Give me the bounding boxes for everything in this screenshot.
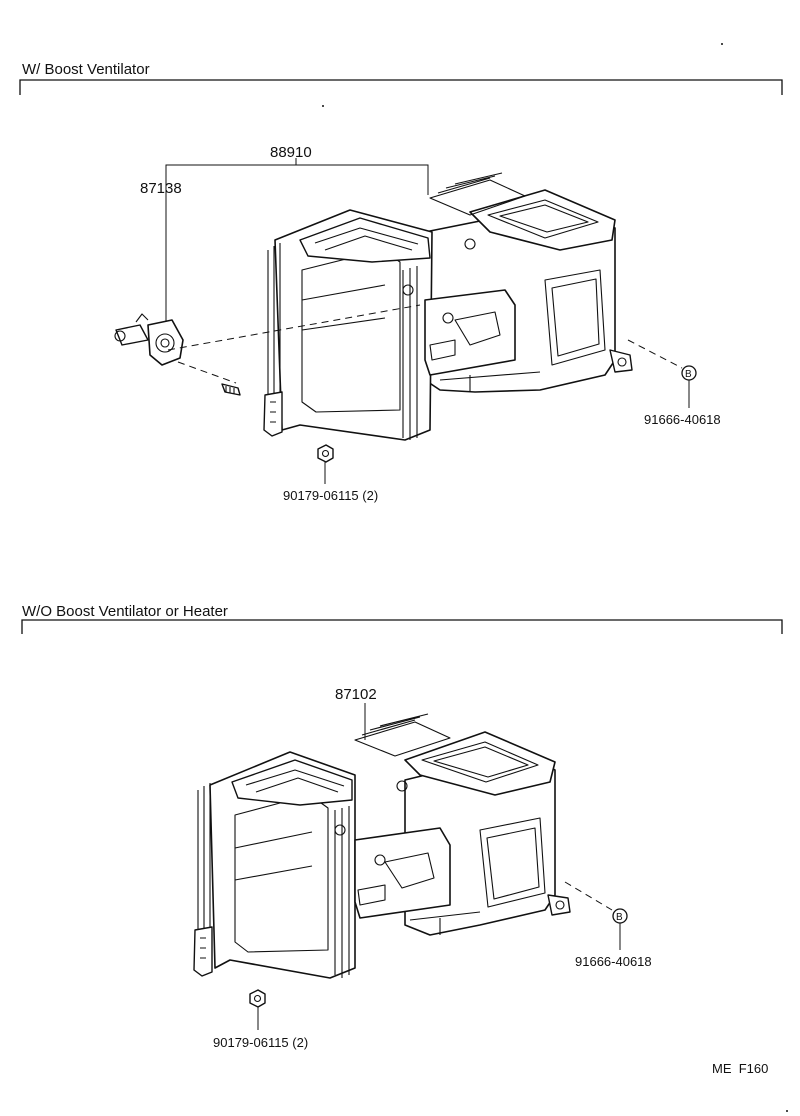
part-number-screw: 91666-40618 [575, 954, 652, 969]
diagram-code: ME F160 [712, 1061, 768, 1076]
part-number-assembly: 88910 [270, 144, 312, 161]
section-boost-ventilator: W/ Boost Ventilator 88910 87138 [19, 61, 783, 503]
part-number-nut: 90179-06115 (2) [213, 1035, 308, 1050]
section-bracket [19, 79, 783, 95]
motor-screw-drawing [221, 383, 241, 396]
assembly-leader [165, 158, 429, 327]
screw-dashed-line [177, 361, 237, 384]
section-bracket [21, 619, 783, 634]
part-number-nut: 90179-06115 (2) [283, 488, 378, 503]
nut-drawing [249, 989, 266, 1008]
section-title: W/ Boost Ventilator [22, 61, 150, 78]
screw-b-dashed-line [564, 881, 613, 911]
screw-b-dashed-line [627, 339, 683, 369]
screw-b-marker-letter: B [616, 912, 623, 923]
ventilator-unit-drawing [263, 172, 633, 441]
motor-dashed-line [167, 304, 421, 351]
nut-drawing [317, 444, 334, 463]
blower-motor-drawing [114, 313, 184, 366]
scan-specks [322, 43, 788, 1112]
part-number-motor: 87138 [140, 180, 182, 197]
section-no-boost-ventilator: W/O Boost Ventilator or Heater 87102 [21, 603, 783, 1050]
part-number-screw: 91666-40618 [644, 412, 721, 427]
screw-b-marker-letter: B [685, 369, 692, 380]
ventilator-unit-drawing [193, 713, 571, 979]
part-number-assembly: 87102 [335, 686, 377, 703]
section-title: W/O Boost Ventilator or Heater [22, 603, 228, 620]
